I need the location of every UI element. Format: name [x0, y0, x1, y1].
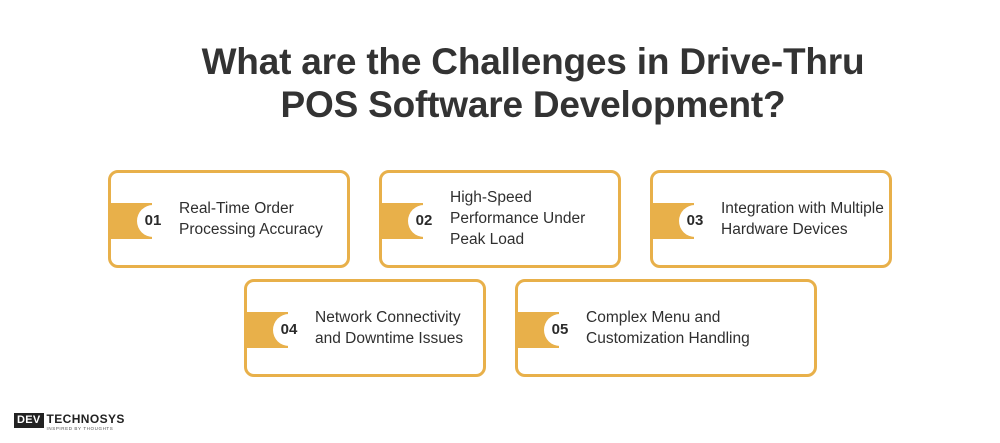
- card-label: High-Speed Performance Under Peak Load: [450, 189, 586, 248]
- logo-mark: DEV: [14, 413, 44, 428]
- title-line-1: What are the Challenges in Drive-Thru: [201, 41, 865, 82]
- page-title: What are the Challenges in Drive-Thru PO…: [0, 40, 1000, 126]
- card-label: Network Connectivity and Downtime Issues: [315, 308, 464, 347]
- logo-brand: TECHNOSYS: [46, 412, 125, 426]
- challenge-card-03: 03 Integration with Multiple Hardware De…: [649, 170, 892, 268]
- challenge-card-04: 04 Network Connectivity and Downtime Iss…: [243, 279, 486, 377]
- challenge-card-05: 05 Complex Menu and Customization Handli…: [514, 279, 817, 377]
- logo-words: TECHNOSYS INSPIRED BY THOUGHTS: [47, 413, 125, 432]
- card-number-badge: 01: [137, 205, 169, 237]
- challenge-card-01: 01 Real-Time Order Processing Accuracy: [107, 170, 350, 268]
- card-number-badge: 04: [273, 314, 305, 346]
- card-number-badge: 05: [544, 314, 576, 346]
- challenge-card-02: 02 High-Speed Performance Under Peak Loa…: [378, 170, 621, 268]
- brand-logo: DEV TECHNOSYS INSPIRED BY THOUGHTS: [14, 413, 125, 435]
- title-line-2: POS Software Development?: [280, 84, 786, 125]
- card-number-badge: 02: [408, 205, 440, 237]
- card-label: Complex Menu and Customization Handling: [586, 308, 750, 347]
- logo-tagline: INSPIRED BY THOUGHTS: [46, 426, 114, 431]
- card-label: Integration with Multiple Hardware Devic…: [721, 199, 884, 238]
- card-label: Real-Time Order Processing Accuracy: [179, 199, 323, 238]
- card-number-badge: 03: [679, 205, 711, 237]
